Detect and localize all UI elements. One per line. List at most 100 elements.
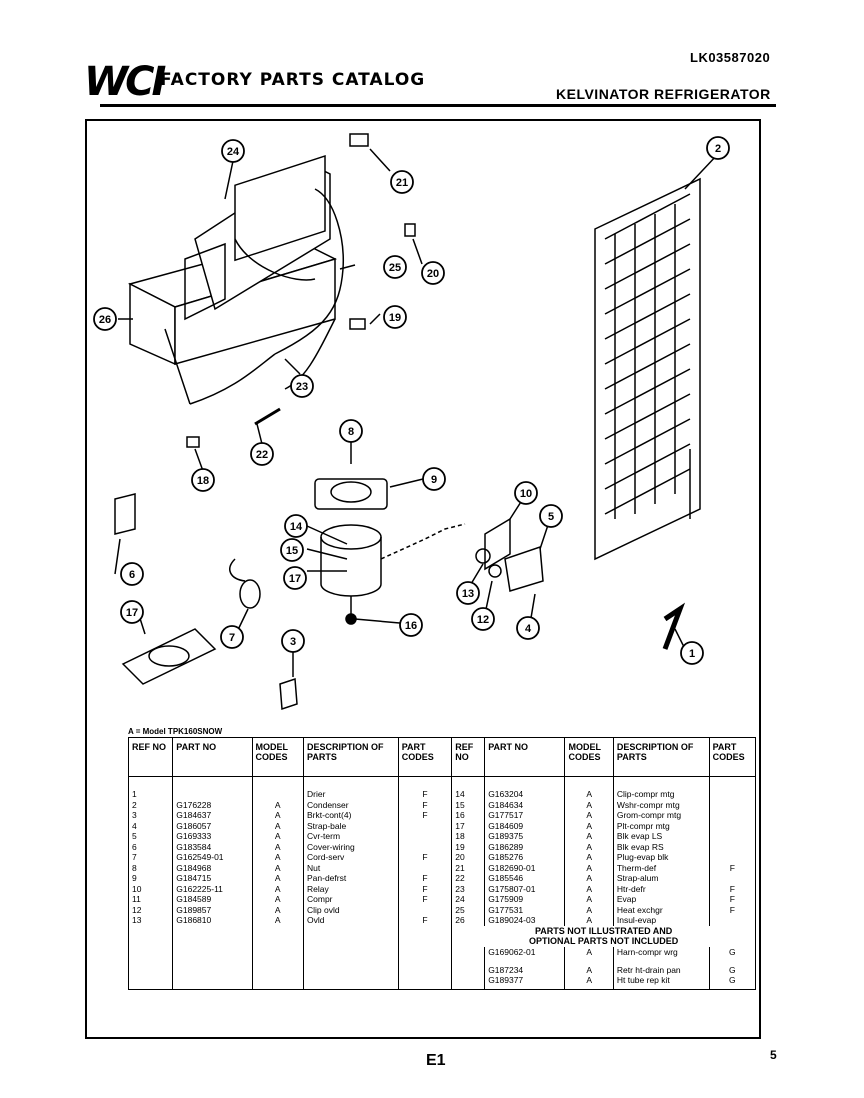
cell-part: G184589 <box>172 894 253 905</box>
cell-code <box>397 820 453 831</box>
callout-text-7: 7 <box>229 632 235 644</box>
page-code: E1 <box>426 1052 446 1069</box>
empty-cell <box>127 964 174 975</box>
callout-text-17b: 17 <box>126 607 138 619</box>
callout-text-22: 22 <box>256 449 268 461</box>
cell-ref: 14 <box>451 776 486 800</box>
cell-code <box>708 776 757 800</box>
cell-desc: Brkt-cont(4) <box>303 810 399 821</box>
cell-model: A <box>251 831 305 842</box>
cell-code: F <box>708 862 757 873</box>
cell-code: F <box>708 894 757 905</box>
empty-cell <box>127 946 174 965</box>
cell-part: G186057 <box>172 820 253 831</box>
callout-text-1: 1 <box>689 648 695 660</box>
empty-cell <box>251 964 305 975</box>
cell-part: G189375 <box>484 831 566 842</box>
empty-cell <box>251 925 305 936</box>
callout-text-9: 9 <box>431 474 437 486</box>
cell-part: G176228 <box>172 799 253 810</box>
header-ref-2: REF NO <box>451 737 486 777</box>
callout-22 <box>250 442 274 466</box>
callout-18 <box>191 468 215 492</box>
cell-part: G186289 <box>484 841 566 852</box>
empty-cell <box>451 975 486 990</box>
empty-cell <box>172 925 253 936</box>
cell-part: G177531 <box>484 904 566 915</box>
cell-code: F <box>397 776 453 800</box>
notice-row: PARTS NOT ILLUSTRATED AND <box>127 925 756 936</box>
callout-text-6: 6 <box>129 569 135 581</box>
cell-ref: 12 <box>127 904 174 915</box>
cell-code <box>397 862 453 873</box>
callout-text-3: 3 <box>290 636 296 648</box>
callout-9 <box>422 467 446 491</box>
cell-desc: Htr-defr <box>612 883 710 894</box>
cell-ref: 19 <box>451 841 486 852</box>
cell-part: G187234 <box>484 964 566 975</box>
cell-desc: Plt-compr mtg <box>612 820 710 831</box>
cell-ref: 18 <box>451 831 486 842</box>
empty-cell <box>127 975 174 990</box>
header-desc: DESCRIPTION OF PARTS <box>303 737 399 777</box>
cell-ref: 6 <box>127 841 174 852</box>
callout-25 <box>383 255 407 279</box>
empty-cell <box>397 964 453 975</box>
cell-code: F <box>708 883 757 894</box>
cell-model: A <box>251 810 305 821</box>
condenser-drawing <box>594 177 701 561</box>
empty-cell <box>127 936 174 947</box>
cell-desc: Nut <box>303 862 399 873</box>
cell-desc: Ht tube rep kit <box>612 975 710 990</box>
empty-cell <box>397 946 453 965</box>
empty-cell <box>251 975 305 990</box>
cell-part: G186810 <box>172 915 253 926</box>
cell-code: G <box>708 946 757 965</box>
empty-cell <box>303 964 399 975</box>
cell-model: A <box>251 915 305 926</box>
empty-cell <box>451 964 486 975</box>
callout-text-19: 19 <box>389 312 401 324</box>
cell-model: A <box>251 894 305 905</box>
cell-part: G184609 <box>484 820 566 831</box>
cell-model: A <box>564 852 614 863</box>
callout-20 <box>421 261 445 285</box>
cell-desc: Insul-evap <box>612 915 710 926</box>
header-ref: REF NO <box>127 737 174 777</box>
callout-19 <box>383 305 407 329</box>
empty-cell <box>172 936 253 947</box>
callout-text-4: 4 <box>525 623 532 635</box>
cell-model: A <box>564 975 614 990</box>
cell-ref: 3 <box>127 810 174 821</box>
callout-7 <box>220 625 244 649</box>
cell-model: A <box>564 915 614 926</box>
cell-model: A <box>251 841 305 852</box>
cell-model: A <box>564 904 614 915</box>
callout-text-2: 2 <box>715 143 721 155</box>
catalog-title: FACTORY PARTS CATALOG <box>160 70 426 90</box>
cell-part: G175909 <box>484 894 566 905</box>
header-part: PART NO <box>172 737 253 777</box>
cell-code <box>397 841 453 852</box>
page-frame <box>85 119 761 1039</box>
parts-table: REF NO PART NO MODEL CODES DESCRIPTION O… <box>127 737 757 990</box>
cell-part: G185276 <box>484 852 566 863</box>
cell-model: A <box>564 820 614 831</box>
cell-desc: Blk evap LS <box>612 831 710 842</box>
callout-text-18: 18 <box>197 475 209 487</box>
cell-model: A <box>251 904 305 915</box>
brand-title: KELVINATOR REFRIGERATOR <box>556 86 771 102</box>
compressor-drawing <box>320 523 466 625</box>
callout-group: 24 21 2 25 20 26 19 23 22 18 8 9 10 6 14… <box>93 136 730 665</box>
header-codes: PART CODES <box>397 737 453 777</box>
cell-code <box>397 904 453 915</box>
cell-ref: 5 <box>127 831 174 842</box>
cell-code <box>708 799 757 810</box>
cell-ref: 22 <box>451 873 486 884</box>
callout-24 <box>221 139 245 163</box>
